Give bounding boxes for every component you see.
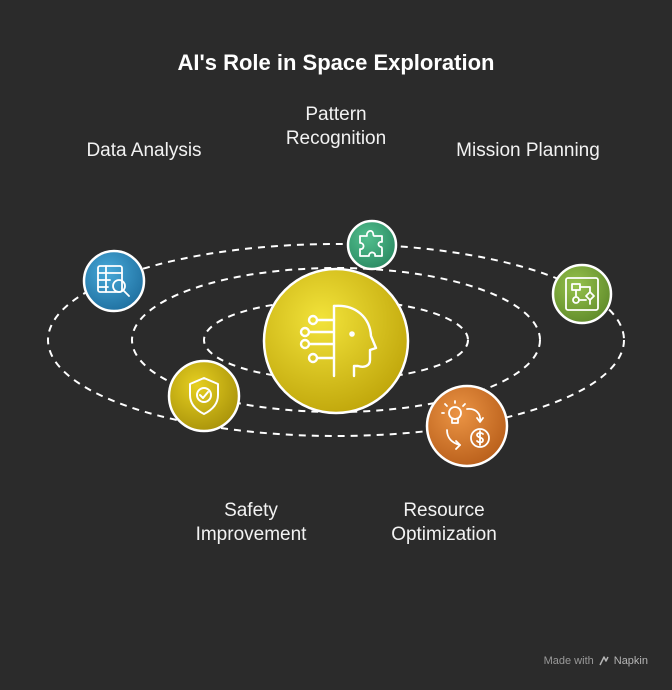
shield-check-icon [189,377,219,415]
label-safety-improvement: Safety Improvement [176,499,326,547]
label-line: Optimization [391,524,497,545]
napkin-logo-icon [599,656,609,666]
flowchart-icon [565,277,599,311]
puzzle-icon [359,229,383,257]
center-node [262,267,410,415]
label-line: Pattern [305,104,367,125]
diagram-title: AI's Role in Space Exploration [177,50,495,75]
node-data-analysis [82,249,146,313]
orbit-outer [47,243,625,437]
watermark-brand: Napkin [613,655,648,667]
bulb-coin-icon [441,400,490,450]
node-pattern-recognition [346,219,398,271]
orbit-middle [131,267,541,413]
watermark-prefix: Made with [543,655,594,667]
ai-head-icon [299,304,378,378]
label-pattern-recognition: Pattern Recognition [266,103,406,151]
label-line: Resource [403,500,485,521]
node-mission-planning [551,263,613,325]
label-resource-optimization: Resource Optimization [374,499,514,547]
label-line: Improvement [195,524,307,545]
node-safety-improvement [167,359,241,433]
label-line: Safety [224,500,278,521]
label-mission-planning: Mission Planning [456,140,600,161]
label-line: Recognition [285,128,387,149]
label-data-analysis: Data Analysis [86,140,202,161]
watermark: Made with Napkin [544,655,648,667]
node-resource-optimization [425,384,509,468]
table-search-icon [97,265,130,297]
